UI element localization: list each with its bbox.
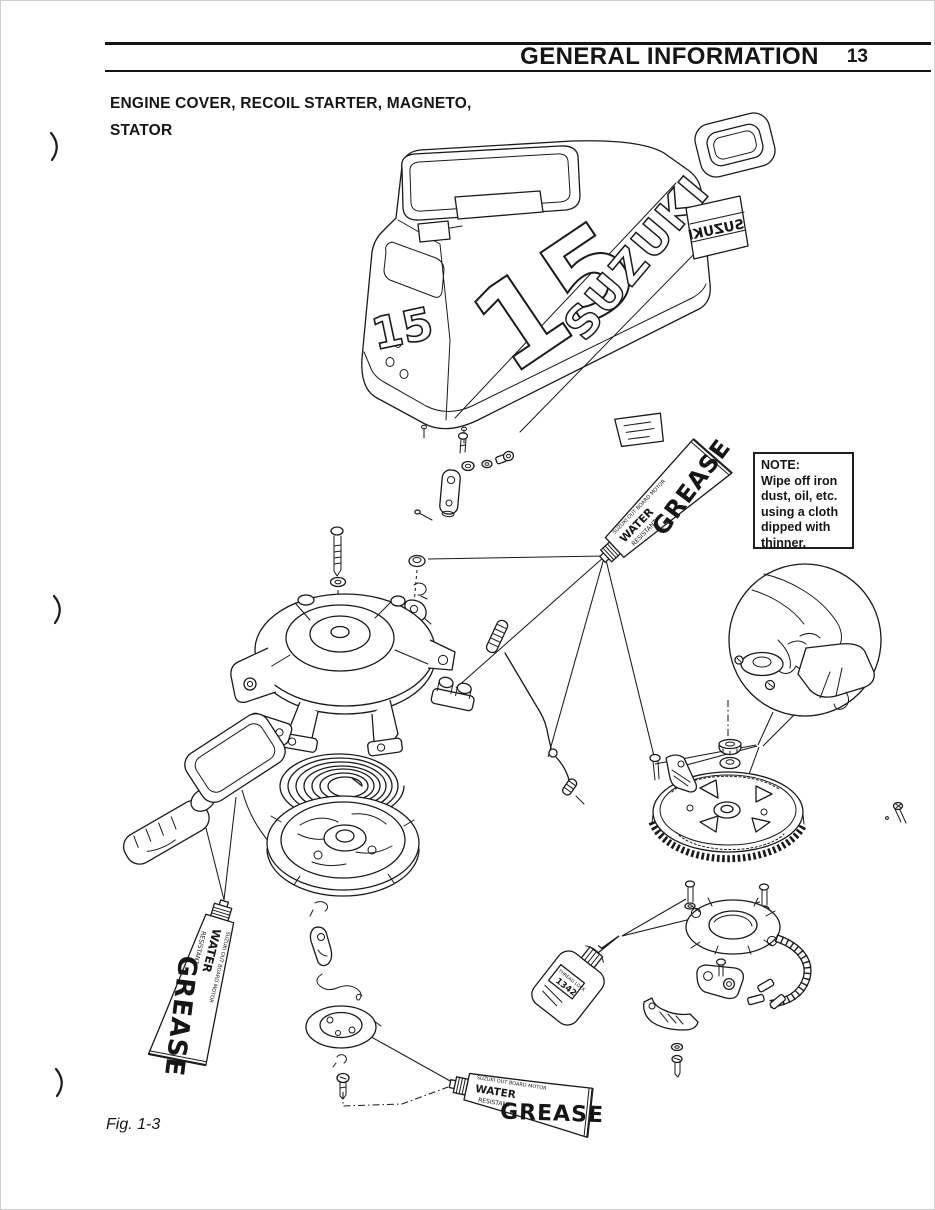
flywheel-assembly — [643, 738, 907, 1078]
cover-screws — [421, 424, 467, 444]
section-title: ENGINE COVER, RECOIL STARTER, MAGNETO, S… — [110, 90, 472, 144]
wire-connectors — [747, 978, 786, 1010]
friction-plate — [305, 1005, 382, 1049]
emblem-plate: SUZUKI — [685, 195, 749, 260]
caution-label — [614, 412, 664, 448]
starter-lock-cable — [485, 619, 585, 805]
cam-bracket — [430, 676, 475, 712]
header-page-number: 13 — [846, 46, 868, 67]
hand-with-cloth — [734, 573, 875, 710]
stator-wire-harness — [747, 934, 812, 1010]
starter-handle — [123, 713, 286, 865]
stator — [685, 897, 781, 955]
flywheel-side-bolt — [649, 753, 698, 793]
long-bolt — [329, 526, 347, 588]
header-title: GENERAL INFORMATION — [520, 43, 819, 70]
figure-caption: Fig. 1-3 — [106, 1116, 161, 1133]
cloth — [797, 643, 875, 698]
crescent-plate — [643, 997, 699, 1078]
woodruff-key-screw — [885, 801, 907, 824]
header-rule-bottom — [105, 70, 931, 72]
flywheel-washer — [719, 756, 741, 770]
reel-small-parts — [305, 901, 382, 1100]
section-title-line1: ENGINE COVER, RECOIL STARTER, MAGNETO, — [110, 95, 472, 112]
rope-reel — [266, 795, 420, 897]
note-line: dust, oil, etc. — [761, 489, 838, 503]
section-title-line2: STATOR — [110, 122, 173, 139]
grease-tube-lower-center: SUZUKI OUT BOARD MOTOR WATER RESISTANT G… — [448, 1072, 605, 1138]
fastener-cluster — [414, 432, 515, 521]
note-box: NOTE: Wipe off iron dust, oil, etc. usin… — [753, 452, 854, 550]
note-line: using a cloth — [761, 504, 839, 519]
engine-cover: 15 SUZUKI 15 — [361, 140, 721, 444]
rope-guide-plate — [184, 713, 286, 803]
retainer-clip — [332, 1054, 347, 1068]
cover-front-number: 15 — [367, 298, 437, 361]
page-header: GENERAL INFORMATION 13 — [105, 43, 868, 70]
reel-clip — [309, 901, 328, 917]
note-line: Wipe off iron — [761, 473, 838, 488]
reel-bolt — [336, 1072, 350, 1100]
note-line: dipped with — [761, 520, 831, 534]
header-rule-top — [105, 42, 931, 45]
note-line: thinner. — [761, 535, 807, 550]
stator-plate-small — [696, 958, 744, 1000]
binding-marks — [49, 131, 63, 1098]
tube-product-text: GREASE — [500, 1100, 605, 1129]
clevis-bracket — [439, 469, 461, 518]
seal-grommet — [694, 112, 776, 178]
grease-tube-lower-left: SUZUKI OUT BOARD MOTOR WATER RESISTANT G… — [147, 899, 235, 1078]
thread-lock-bottle: THREAD LOCK 1342 — [531, 935, 620, 1026]
pawl-spring — [316, 973, 363, 1001]
note-label: NOTE: — [761, 458, 800, 472]
cover-hatch — [401, 145, 581, 243]
flywheel-nut — [718, 738, 742, 756]
bolt-washer — [329, 576, 347, 588]
thread-lock-label — [547, 964, 586, 1000]
grease-tube-upper: SUZUKI OUT BOARD MOTOR WATER RESISTANT G… — [599, 434, 737, 563]
inset-circle — [728, 563, 882, 717]
crank-taper — [740, 651, 784, 677]
pawl — [309, 926, 333, 967]
spiral-spring — [279, 753, 405, 821]
